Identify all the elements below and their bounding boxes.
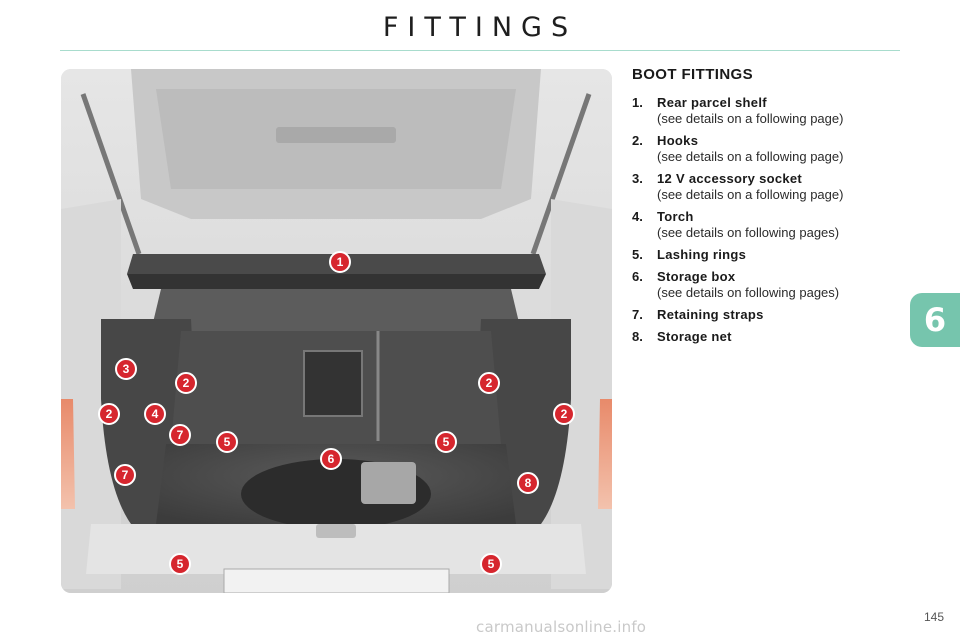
title-divider bbox=[60, 50, 900, 51]
svg-text:1: 1 bbox=[337, 255, 344, 269]
callout-2-left-lower: 2 bbox=[98, 403, 120, 425]
item-detail: (see details on a following page) bbox=[657, 187, 844, 202]
list-item: 3. 12 V accessory socket (see details on… bbox=[632, 171, 922, 203]
page-number: 145 bbox=[923, 610, 944, 624]
item-number: 8. bbox=[632, 329, 643, 344]
svg-text:8: 8 bbox=[525, 476, 532, 490]
boot-illustration: 1 2 2 2 2 3 4 bbox=[61, 69, 612, 593]
item-detail: (see details on following pages) bbox=[657, 285, 840, 300]
list-item: 8. Storage net bbox=[632, 329, 922, 345]
list-item: 2. Hooks (see details on a following pag… bbox=[632, 133, 922, 165]
svg-text:2: 2 bbox=[561, 407, 568, 421]
item-number: 3. bbox=[632, 171, 643, 186]
svg-text:5: 5 bbox=[443, 435, 450, 449]
item-detail: (see details on following pages) bbox=[657, 225, 840, 240]
item-number: 1. bbox=[632, 95, 643, 110]
svg-text:5: 5 bbox=[224, 435, 231, 449]
svg-text:5: 5 bbox=[488, 557, 495, 571]
callout-7-lower: 7 bbox=[114, 464, 136, 486]
callout-2-right-lower: 2 bbox=[553, 403, 575, 425]
svg-text:7: 7 bbox=[122, 468, 129, 482]
svg-text:2: 2 bbox=[106, 407, 113, 421]
callout-7-upper: 7 bbox=[169, 424, 191, 446]
svg-text:2: 2 bbox=[486, 376, 493, 390]
item-number: 2. bbox=[632, 133, 643, 148]
item-label: 12 V accessory socket bbox=[657, 171, 803, 186]
svg-text:6: 6 bbox=[328, 452, 335, 466]
svg-text:4: 4 bbox=[152, 407, 159, 421]
fittings-list: 1. Rear parcel shelf (see details on a f… bbox=[632, 95, 922, 345]
callout-6: 6 bbox=[320, 448, 342, 470]
svg-text:7: 7 bbox=[177, 428, 184, 442]
item-number: 6. bbox=[632, 269, 643, 284]
callout-5-right-floor: 5 bbox=[435, 431, 457, 453]
callout-2-left-upper: 2 bbox=[175, 372, 197, 394]
callout-8: 8 bbox=[517, 472, 539, 494]
list-item: 7. Retaining straps bbox=[632, 307, 922, 323]
list-item: 6. Storage box (see details on following… bbox=[632, 269, 922, 301]
item-label: Rear parcel shelf bbox=[657, 95, 767, 110]
item-label: Storage net bbox=[657, 329, 732, 344]
callout-4: 4 bbox=[144, 403, 166, 425]
list-item: 4. Torch (see details on following pages… bbox=[632, 209, 922, 241]
callout-1: 1 bbox=[329, 251, 351, 273]
chapter-tab: 6 bbox=[910, 293, 960, 347]
page-title: FITTINGS bbox=[382, 12, 578, 43]
watermark: carmanualsonline.info bbox=[476, 618, 647, 636]
item-number: 7. bbox=[632, 307, 643, 322]
item-label: Hooks bbox=[657, 133, 699, 148]
list-item: 5. Lashing rings bbox=[632, 247, 922, 263]
svg-text:5: 5 bbox=[177, 557, 184, 571]
item-number: 4. bbox=[632, 209, 643, 224]
callout-3: 3 bbox=[115, 358, 137, 380]
boot-fittings-section: BOOT FITTINGS 1. Rear parcel shelf (see … bbox=[632, 66, 922, 351]
item-label: Torch bbox=[657, 209, 694, 224]
callout-5-right-bumper: 5 bbox=[480, 553, 502, 575]
item-detail: (see details on a following page) bbox=[657, 149, 844, 164]
callout-2-right-upper: 2 bbox=[478, 372, 500, 394]
svg-text:3: 3 bbox=[123, 362, 130, 376]
item-detail: (see details on a following page) bbox=[657, 111, 844, 126]
list-item: 1. Rear parcel shelf (see details on a f… bbox=[632, 95, 922, 127]
section-heading: BOOT FITTINGS bbox=[632, 66, 754, 83]
callout-5-left-bumper: 5 bbox=[169, 553, 191, 575]
item-number: 5. bbox=[632, 247, 643, 262]
svg-text:2: 2 bbox=[183, 376, 190, 390]
item-label: Storage box bbox=[657, 269, 736, 284]
item-label: Retaining straps bbox=[657, 307, 764, 322]
callout-5-left-floor: 5 bbox=[216, 431, 238, 453]
item-label: Lashing rings bbox=[657, 247, 747, 262]
